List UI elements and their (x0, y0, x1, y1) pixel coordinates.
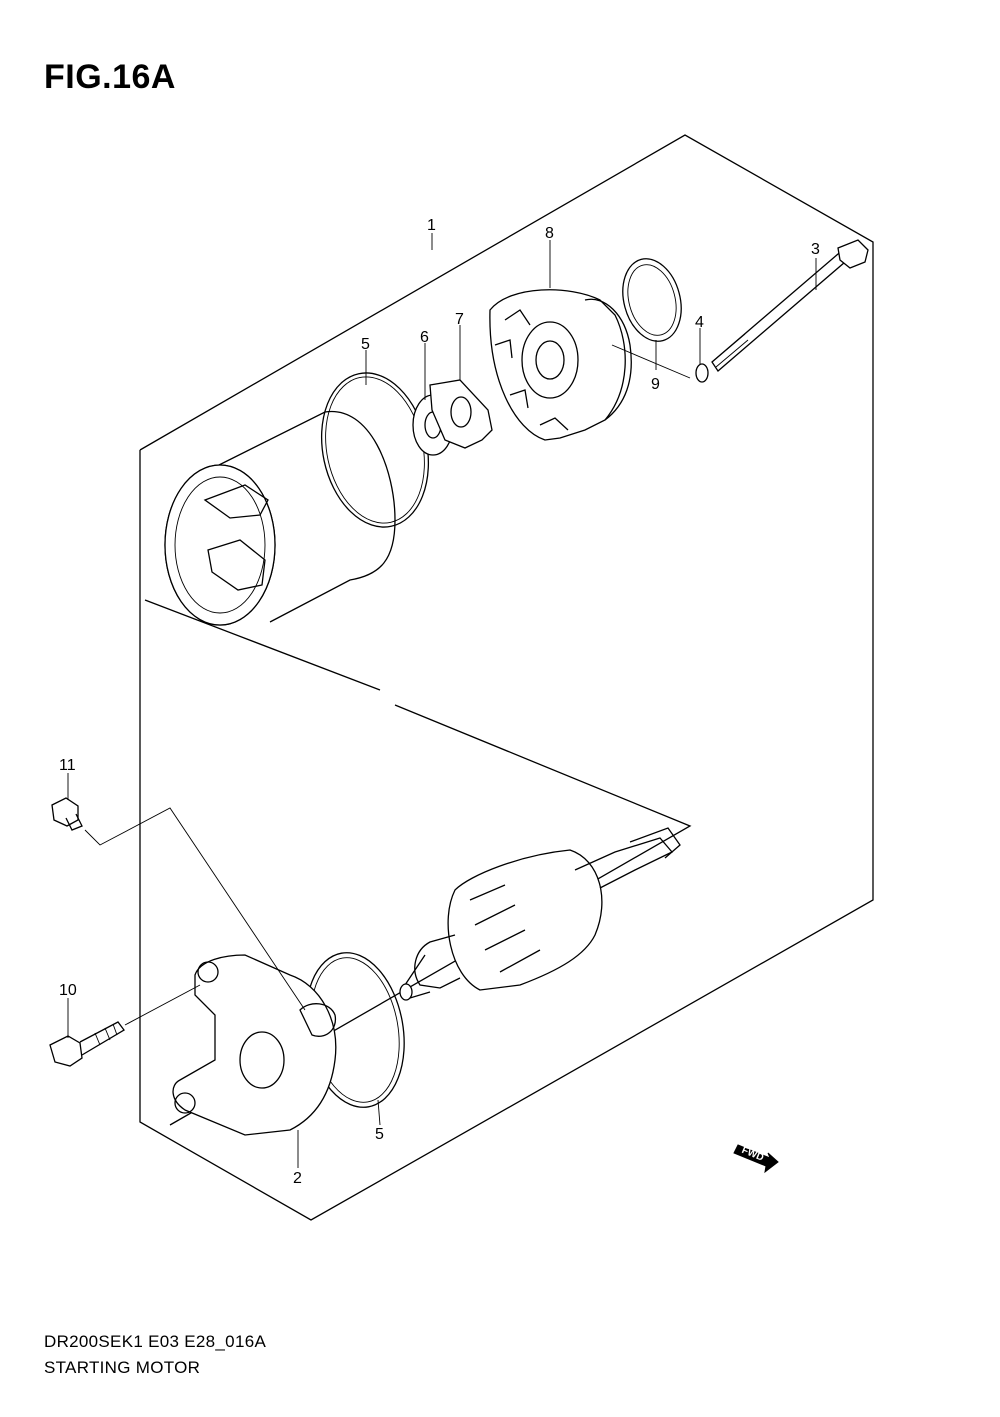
callout-3: 3 (811, 241, 820, 258)
terminal-bolt (51, 797, 83, 831)
callout-7: 7 (455, 311, 464, 328)
callout-numbers: 1 2 3 4 5 5 6 7 8 9 10 11 (59, 217, 820, 1187)
small-washer (695, 363, 709, 383)
brush-holder-end-cover (489, 289, 632, 441)
callout-8: 8 (545, 225, 554, 242)
callout-9: 9 (651, 376, 660, 393)
mounting-bolt (49, 1021, 125, 1067)
through-bolt (711, 239, 869, 372)
figure-title: FIG.16A (44, 58, 176, 96)
figure-name: STARTING MOTOR (44, 1358, 201, 1377)
o-ring-end (622, 258, 682, 342)
callout-6: 6 (420, 329, 429, 346)
armature (399, 827, 681, 1001)
forward-direction-marker: FWD (733, 1144, 779, 1174)
callout-5-upper: 5 (361, 336, 370, 353)
model-code: DR200SEK1 E03 E28_016A (44, 1332, 267, 1351)
callout-5-lower: 5 (375, 1126, 384, 1143)
leader-lines (67, 233, 817, 1168)
callout-1: 1 (427, 217, 436, 234)
callout-10: 10 (59, 982, 77, 999)
callout-4: 4 (695, 314, 704, 331)
assembly-outline (139, 134, 874, 1221)
callout-2: 2 (293, 1170, 302, 1187)
yoke-housing (164, 410, 396, 626)
brush-plate-washer (429, 379, 493, 449)
housing-end-bracket (172, 954, 337, 1136)
callout-11: 11 (59, 757, 76, 774)
